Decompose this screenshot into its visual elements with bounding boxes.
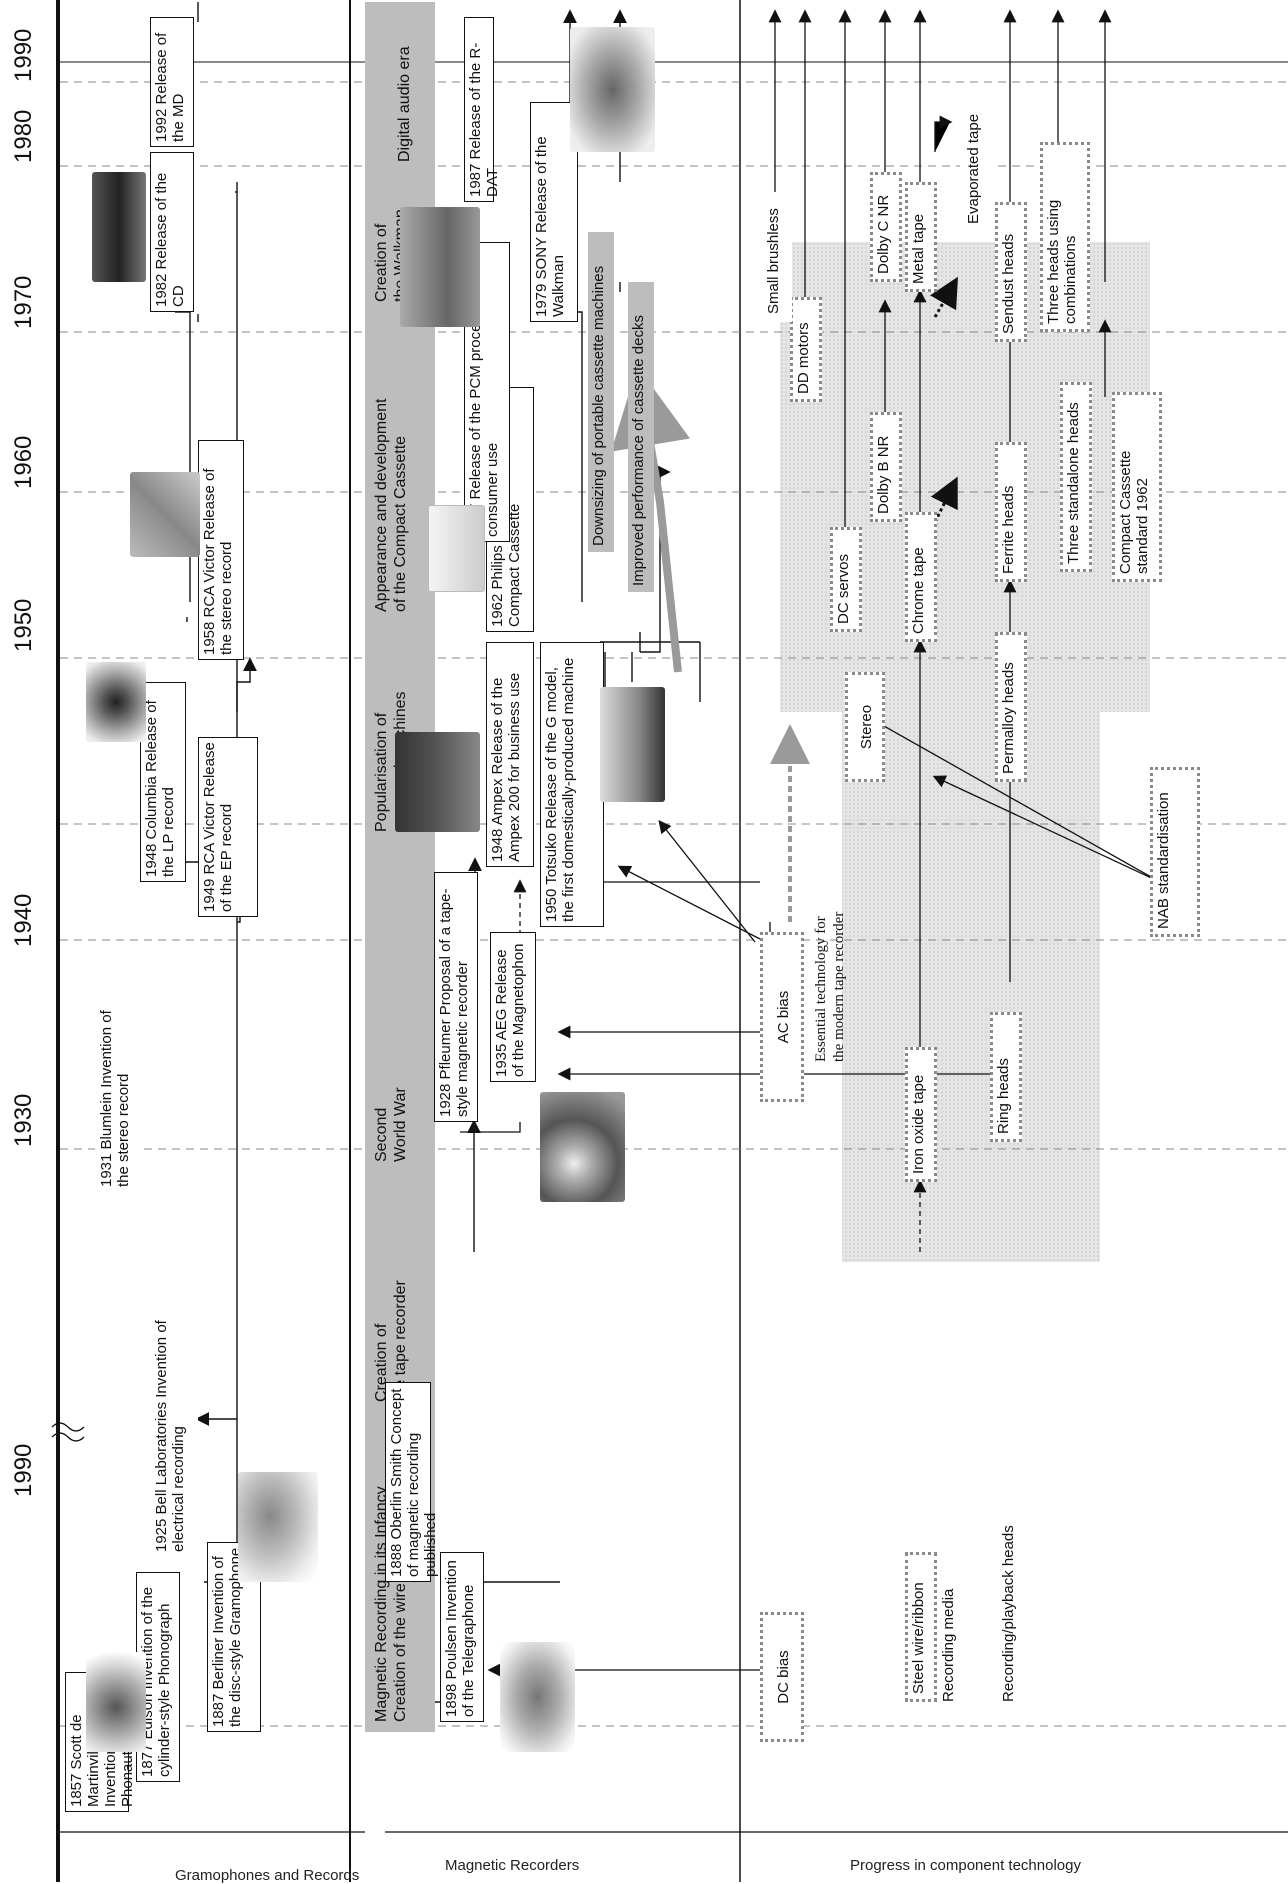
year-label: 1930 (10, 1093, 37, 1147)
small-brushless-box: Small brushless (760, 192, 792, 322)
shaded-arrow (780, 242, 1150, 1262)
permalloy-heads-box: Permalloy heads (995, 632, 1027, 782)
improved-bar: Improved performance of cassette decks (628, 282, 654, 592)
event-1992: 1992 Release of the MD (150, 17, 194, 147)
lane-label-component: Progress in component technology (850, 1857, 1081, 1874)
event-1925: 1925 Bell Laboratories Invention of elec… (150, 1287, 198, 1557)
chrome-tape-box: Chrome tape (905, 512, 937, 642)
ring-heads-box: Ring heads (990, 1012, 1022, 1142)
stereo-box: Stereo (845, 672, 885, 782)
sendust-heads-box: Sendust heads (995, 202, 1027, 342)
dd-motors-box: DD motors (790, 297, 822, 402)
year-label: 1980 (10, 109, 37, 163)
event-1950: 1950 Totsuko Release of the G model, the… (540, 642, 604, 927)
three-heads-combination-box: Three heads using combinations (1040, 142, 1090, 332)
steel-wire-box: Steel wire/ribbon (905, 1552, 937, 1702)
event-1948-lp: 1948 Columbia Release of the LP record (140, 682, 186, 882)
ampex-photo (395, 732, 480, 832)
event-1888: 1888 Oberlin Smith Concept of magnetic r… (385, 1382, 439, 1582)
event-1958: 1958 RCA Victor Release of the stereo re… (198, 440, 244, 660)
event-1987: 1987 Release of the R-DAT (464, 17, 501, 202)
event-1928: 1928 Pfleumer Proposal of a tape-style m… (434, 872, 478, 1122)
stereo-player-photo (130, 472, 200, 557)
ac-bias-box: AC bias (760, 932, 804, 1102)
year-label: 1950 (10, 598, 37, 652)
walkman-photo (570, 27, 655, 152)
event-1949-ep: 1949 RCA Victor Release of the EP record (198, 737, 258, 917)
cd-player-photo (92, 172, 146, 282)
year-label: 1990 (10, 1443, 37, 1497)
g-model-photo (600, 687, 665, 802)
metal-tape-box: Metal tape (905, 182, 937, 292)
event-1948-ampex: 1948 Ampex Release of the Ampex 200 for … (486, 642, 534, 867)
lane-label-magnetic: Magnetic Recorders (445, 1857, 580, 1874)
cassette-photo (428, 505, 485, 592)
magnetophon-photo (540, 1092, 625, 1202)
recording-heads-label: Recording/playback heads (1000, 1525, 1017, 1702)
three-standalone-heads-box: Three standalone heads (1060, 382, 1092, 572)
year-label: 1960 (10, 435, 37, 489)
lp-player-photo (86, 662, 146, 742)
dc-bias-box: DC bias (760, 1612, 804, 1742)
event-1935: 1935 AEG Release of the Magnetophon (490, 932, 536, 1082)
phonautograph-photo (86, 1652, 146, 1752)
recording-media-label: Recording media (940, 1588, 957, 1702)
dolby-b-box: Dolby B NR (870, 412, 902, 522)
nab-box: NAB standardisation (1150, 767, 1200, 937)
event-1898: 1898 Poulsen Invention of the Telegrapho… (440, 1552, 484, 1722)
year-label: 1990 (10, 28, 37, 82)
downsizing-bar: Downsizing of portable cassette machines (588, 232, 614, 552)
compact-cassette-standard-box: Compact Cassette standard 1962 (1112, 392, 1162, 582)
year-label: 1970 (10, 275, 37, 329)
event-1931: 1931 Blumlein Invention of the stereo re… (95, 992, 139, 1192)
event-1982: 1982 Release of the CD (150, 152, 194, 312)
dolby-c-box: Dolby C NR (870, 172, 902, 282)
ferrite-heads-box: Ferrite heads (995, 442, 1027, 582)
telegraphone-photo (500, 1642, 575, 1752)
iron-oxide-box: Iron oxide tape (905, 1047, 937, 1182)
year-label: 1940 (10, 893, 37, 947)
pcm-photo (400, 207, 480, 327)
era-label: Digital audio era (396, 46, 413, 162)
gramophone-photo (238, 1472, 318, 1582)
evaporated-tape-box: Evaporated tape (960, 102, 992, 232)
dc-servos-box: DC servos (830, 527, 862, 632)
